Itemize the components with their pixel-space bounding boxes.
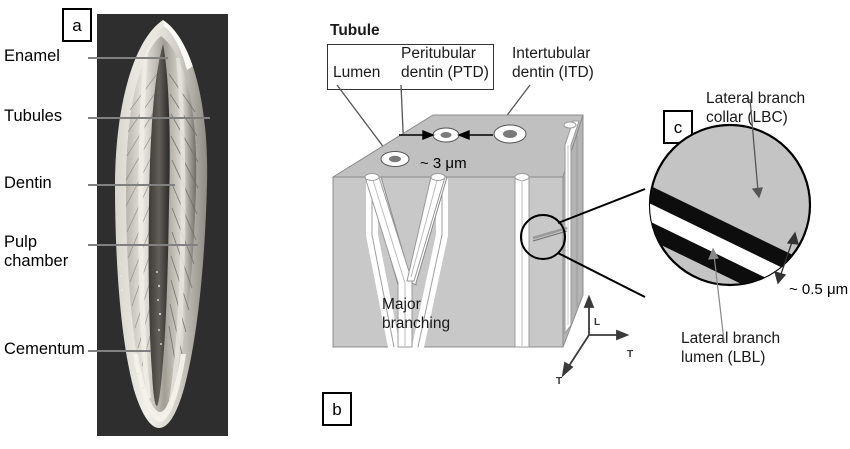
leader-line-dentin <box>88 184 175 186</box>
label-enamel: Enamel <box>4 47 60 65</box>
panel-label-b: b <box>322 392 352 426</box>
label-lateral-branch-lumen: Lateral branch lumen (LBL) <box>681 330 781 366</box>
tooth-cross-section-photo <box>97 14 228 436</box>
collar-thickness-scale-text: ~ 0.5 μm <box>789 281 849 298</box>
axis-label-transverse-right: T <box>627 349 634 360</box>
axis-label-transverse-front: T <box>556 376 563 387</box>
tubule-callout-box <box>327 44 494 90</box>
label-intertubular-dentin: Intertubular dentin (ITD) <box>512 45 594 81</box>
label-peritubular-dentin: Peritubular dentin (PTD) <box>401 45 489 81</box>
tubule-heading: Tubule <box>330 22 380 39</box>
leader-line-enamel <box>88 57 168 59</box>
lateral-branch-magnification <box>630 98 850 345</box>
dentin-cube-diagram <box>315 84 646 405</box>
tubule-diameter-scale-text: ~ 3 μm <box>420 155 467 172</box>
label-major-branching: Major branching <box>382 296 451 332</box>
leader-line-tubules <box>88 117 210 119</box>
axis-label-longitudinal: L <box>594 317 601 328</box>
leader-line-pulp-chamber <box>88 244 198 246</box>
leader-line-cementum <box>88 350 151 352</box>
panel-label-c: c <box>663 110 693 144</box>
label-pulp-chamber: Pulp chamber <box>4 233 69 270</box>
label-lateral-branch-collar: Lateral branch collar (LBC) <box>706 90 806 126</box>
label-cementum: Cementum <box>4 340 85 358</box>
label-lumen: Lumen <box>333 64 381 81</box>
label-dentin: Dentin <box>4 174 52 192</box>
label-tubules: Tubules <box>4 107 63 125</box>
panel-label-a: a <box>62 8 92 42</box>
